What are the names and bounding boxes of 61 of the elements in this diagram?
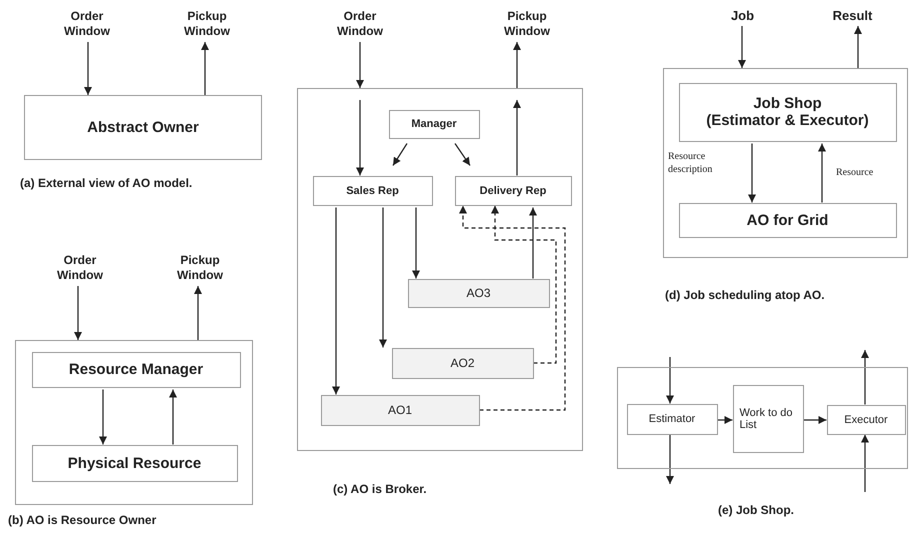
box-title: Job Shop: [753, 95, 822, 112]
process-box: [678, 82, 896, 142]
ao-box: AO2: [392, 348, 534, 378]
arrow: [99, 390, 107, 444]
dashed-arrow: [459, 206, 566, 411]
process-box: Estimator: [626, 404, 718, 434]
window-label: Pickup Window: [165, 252, 235, 284]
box-subtitle: (Estimator & Executor): [706, 112, 869, 129]
process-box: Delivery Rep: [454, 176, 572, 206]
arrow: [666, 434, 674, 484]
arrow: [194, 286, 202, 340]
dashed-arrow: [491, 206, 557, 364]
process-box: Physical Resource: [32, 444, 238, 482]
arrow: [392, 143, 408, 166]
process-box: Work to do List: [732, 384, 804, 452]
window-label: Order Window: [52, 8, 122, 40]
container-box: [663, 68, 908, 258]
arrow: [861, 434, 869, 492]
figure-caption: (e) Job Shop.: [718, 503, 794, 517]
arrow: [818, 144, 826, 202]
output-label: Result: [820, 6, 885, 24]
window-label: Pickup Window: [172, 8, 242, 40]
arrow: [718, 416, 732, 424]
arrow: [356, 100, 364, 176]
input-label: Job: [720, 6, 765, 24]
arrow: [666, 357, 674, 404]
process-box: Sales Rep: [312, 176, 432, 206]
process-box: Executor: [826, 404, 906, 434]
arrow: [201, 42, 209, 95]
arrow: [513, 100, 521, 176]
owner-box: Abstract Owner: [24, 95, 262, 160]
ao-box: AO1: [320, 394, 480, 426]
process-box: Resource Manager: [32, 352, 240, 388]
arrow: [84, 42, 92, 95]
process-box: Manager: [388, 110, 480, 138]
figure-caption: (a) External view of AO model.: [20, 176, 192, 190]
arrow: [513, 42, 521, 88]
process-box: AO for Grid: [678, 202, 896, 238]
arrow: [379, 208, 387, 348]
arrow: [356, 42, 364, 88]
container-box: [617, 367, 908, 469]
arrow: [748, 144, 756, 202]
window-label: Order Window: [45, 252, 115, 284]
arrow: [412, 208, 420, 278]
arrow: [454, 143, 470, 166]
arrow: [861, 350, 869, 404]
figure-caption: (b) AO is Resource Owner: [8, 513, 156, 527]
container-box: [297, 88, 583, 451]
arrow: [804, 416, 826, 424]
arrow: [74, 286, 82, 340]
figure-caption: (d) Job scheduling atop AO.: [665, 288, 825, 302]
arrow: [529, 208, 537, 278]
figure-caption: (c) AO is Broker.: [333, 482, 427, 496]
container-box: [15, 340, 253, 505]
ao-box: AO3: [408, 278, 550, 308]
arrow: [854, 26, 862, 68]
arrow: [332, 208, 340, 394]
window-label: Pickup Window: [492, 8, 562, 40]
arrow: [738, 26, 746, 68]
arrow: [169, 390, 177, 444]
window-label: Order Window: [325, 8, 395, 40]
